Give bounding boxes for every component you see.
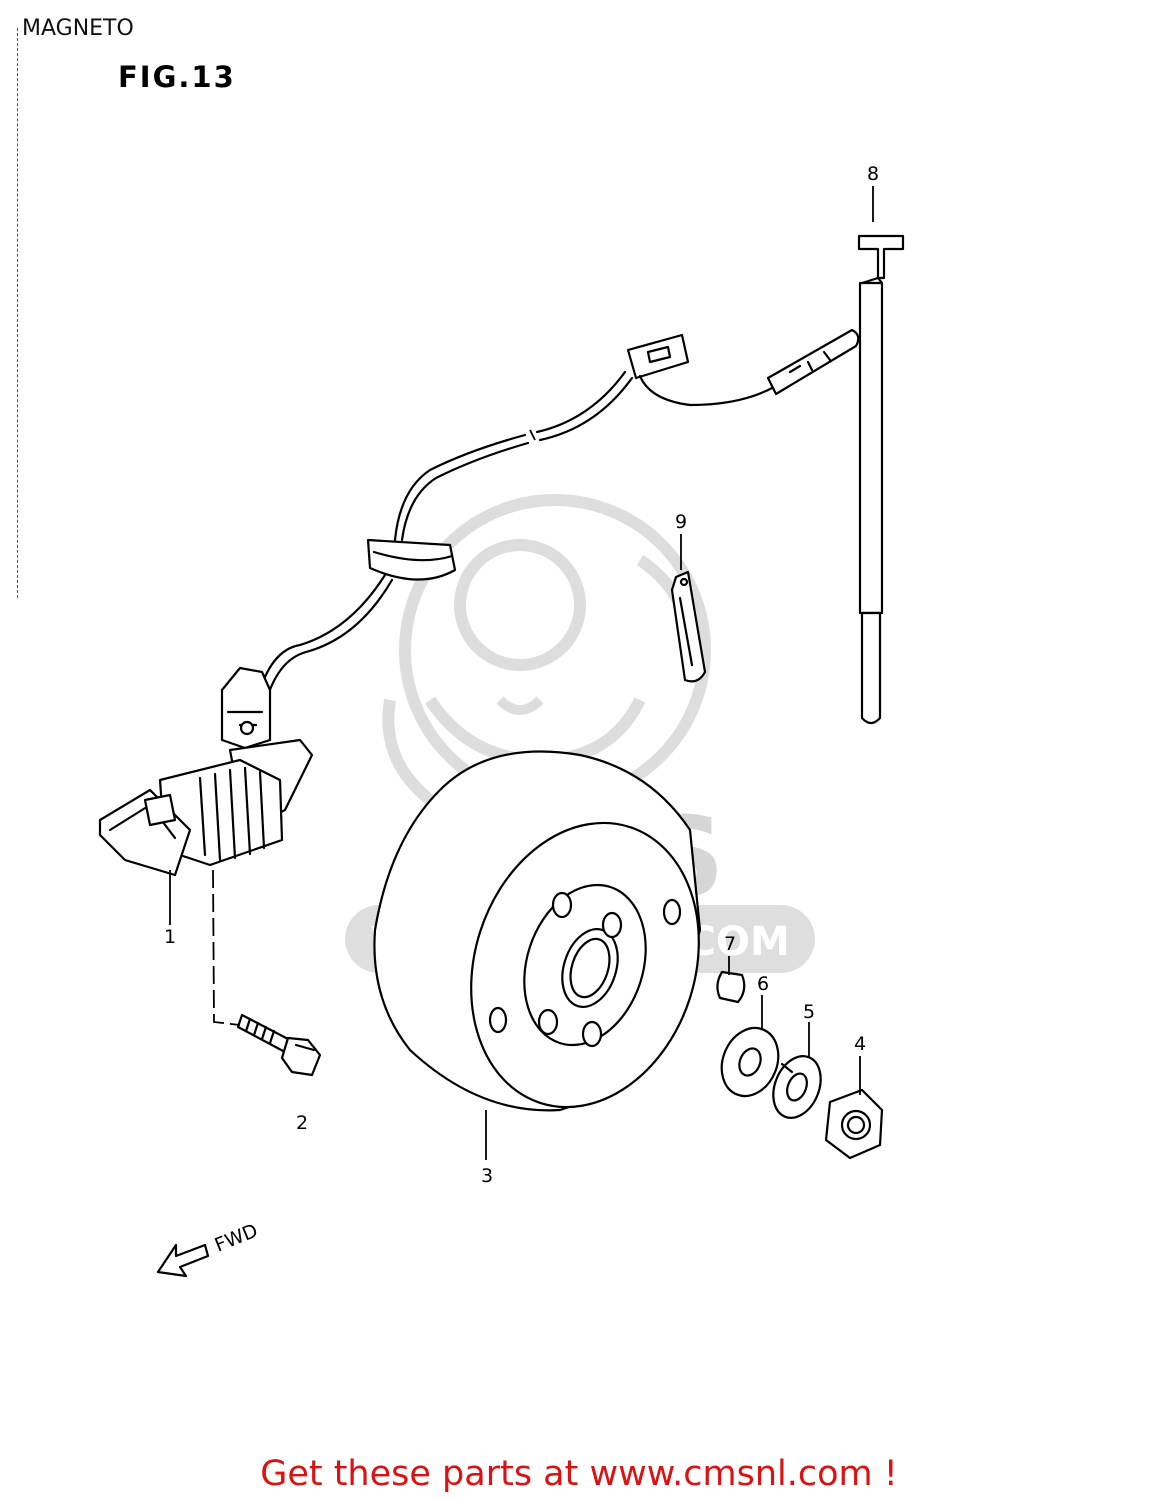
part-3-flywheel bbox=[373, 750, 702, 1112]
figure-title: FIG.13 bbox=[118, 60, 236, 94]
part-8-rod bbox=[857, 234, 905, 725]
direction-label: FWD bbox=[212, 1220, 261, 1257]
part-2-bolt bbox=[236, 1013, 322, 1077]
wire-harness bbox=[255, 328, 860, 707]
callout-4: 4 bbox=[854, 1033, 866, 1055]
scan-edge-line bbox=[17, 28, 18, 598]
callout-8: 8 bbox=[867, 163, 879, 185]
part-5-lock-washer bbox=[772, 1055, 822, 1119]
callout-7: 7 bbox=[724, 933, 736, 955]
forward-arrow-icon bbox=[156, 1243, 210, 1278]
callout-3: 3 bbox=[481, 1165, 493, 1187]
callout-6: 6 bbox=[757, 973, 769, 995]
callout-5: 5 bbox=[803, 1001, 815, 1023]
callout-2: 2 bbox=[296, 1112, 308, 1134]
leader-lines bbox=[169, 186, 874, 1160]
section-title: MAGNETO bbox=[22, 16, 134, 41]
part-7-woodruff-key bbox=[716, 970, 746, 1004]
part-1-pulser-coil bbox=[98, 666, 314, 877]
callout-9: 9 bbox=[675, 511, 687, 533]
part-6-washer bbox=[720, 1026, 780, 1098]
part-9-key bbox=[670, 570, 707, 683]
callout-1: 1 bbox=[164, 926, 176, 948]
part-4-nut bbox=[824, 1088, 884, 1160]
footer-parts-link[interactable]: Get these parts at www.cmsnl.com ! bbox=[260, 1454, 898, 1494]
